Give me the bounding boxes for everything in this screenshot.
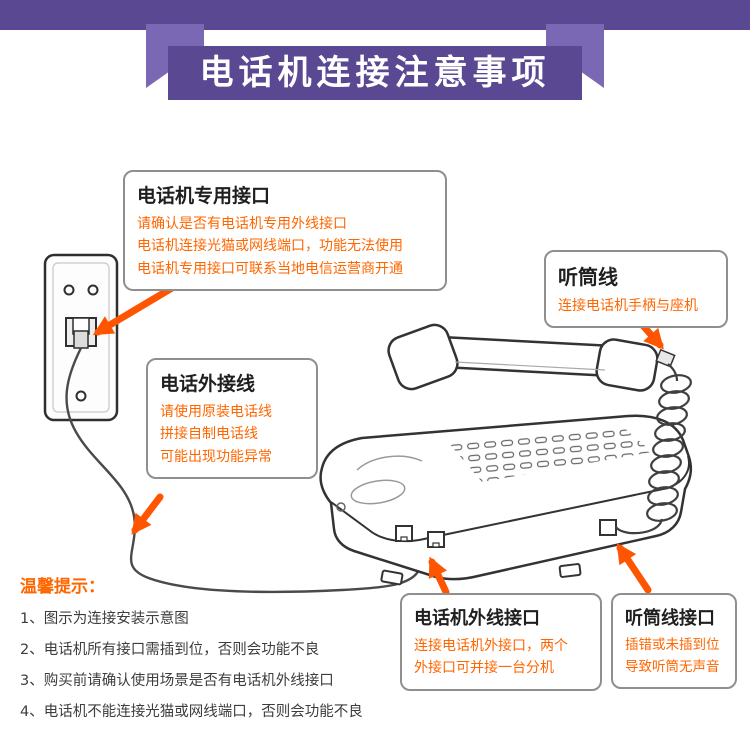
- wall-jack: [43, 253, 119, 422]
- phone-handset: [387, 323, 676, 392]
- callout-title: 听筒线接口: [625, 608, 715, 629]
- arrow-to-line-cable: [131, 493, 164, 535]
- external-line-cable: [65, 347, 424, 594]
- callout-line: 外接口可并接一台分机: [414, 660, 554, 677]
- arrow-to-handset-cord-port: [616, 543, 652, 594]
- arrow-to-external-line-port: [428, 556, 450, 596]
- line-ports: [395, 525, 445, 548]
- callout-handset-cord-port: 听筒线接口 插错或未插到位 导致听筒无声音: [611, 593, 737, 690]
- callout-title: 电话机专用接口: [137, 185, 271, 207]
- warm-tips-title: 温馨提示：: [20, 577, 105, 597]
- callout-line: 可能出现功能异常: [160, 448, 272, 465]
- handset-cord-connector: [655, 348, 676, 368]
- warm-tip-item: 2、电话机所有接口需插到位，否则会功能不良: [20, 642, 320, 658]
- callout-external-line-port: 电话机外线接口 连接电话机外接口，两个 外接口可并接一台分机: [400, 593, 602, 691]
- phone-foot: [558, 563, 582, 578]
- callout-line: 电话机专用接口可联系当地电信运营商开通: [137, 260, 403, 277]
- top-banner-bar: [0, 0, 750, 30]
- callout-title: 听筒线: [558, 265, 618, 289]
- page-title: 电话机连接注意事项: [168, 46, 582, 100]
- callout-line: 连接电话机外接口，两个: [414, 638, 568, 654]
- warm-tip-item: 3、购买前请确认使用场景是否有电话机外线接口: [20, 673, 334, 689]
- pointer-arrows: [92, 284, 664, 596]
- callout-line: 请确认是否有电话机专用外线接口: [137, 216, 347, 232]
- callout-line: 拼接自制电话线: [160, 426, 258, 443]
- arrow-to-wall-jack: [92, 284, 176, 336]
- callout-dedicated-port: 电话机专用接口 请确认是否有电话机专用外线接口 电话机连接光猫或网线端口，功能无…: [123, 170, 447, 292]
- callout-external-cable: 电话外接线 请使用原装电话线 拼接自制电话线 可能出现功能异常: [146, 358, 318, 480]
- callout-line: 电话机连接光猫或网线端口，功能无法使用: [137, 238, 403, 255]
- phone-base: [319, 414, 693, 586]
- phone-foot: [380, 569, 404, 586]
- warm-tip-item: 1、图示为连接安装示意图: [20, 611, 189, 627]
- coiled-handset-cord: [615, 363, 692, 535]
- callout-title: 电话机外线接口: [414, 608, 540, 629]
- callout-line: 导致听筒无声音: [625, 658, 720, 675]
- callout-title: 电话外接线: [160, 373, 256, 395]
- callout-line: 插错或未插到位: [625, 637, 720, 653]
- warm-tips: 温馨提示： 1、图示为连接安装示意图 2、电话机所有接口需插到位，否则会功能不良…: [20, 572, 400, 721]
- handset-cord-port-hole: [599, 519, 617, 536]
- callout-line: 连接电话机手柄与座机: [558, 298, 698, 314]
- callout-handset-cord: 听筒线 连接电话机手柄与座机: [544, 250, 728, 329]
- speaker-grille: [447, 426, 652, 482]
- callout-line: 请使用原装电话线: [160, 404, 272, 420]
- warm-tip-item: 4、电话机不能连接光猫或网线端口，否则会功能不良: [20, 704, 363, 720]
